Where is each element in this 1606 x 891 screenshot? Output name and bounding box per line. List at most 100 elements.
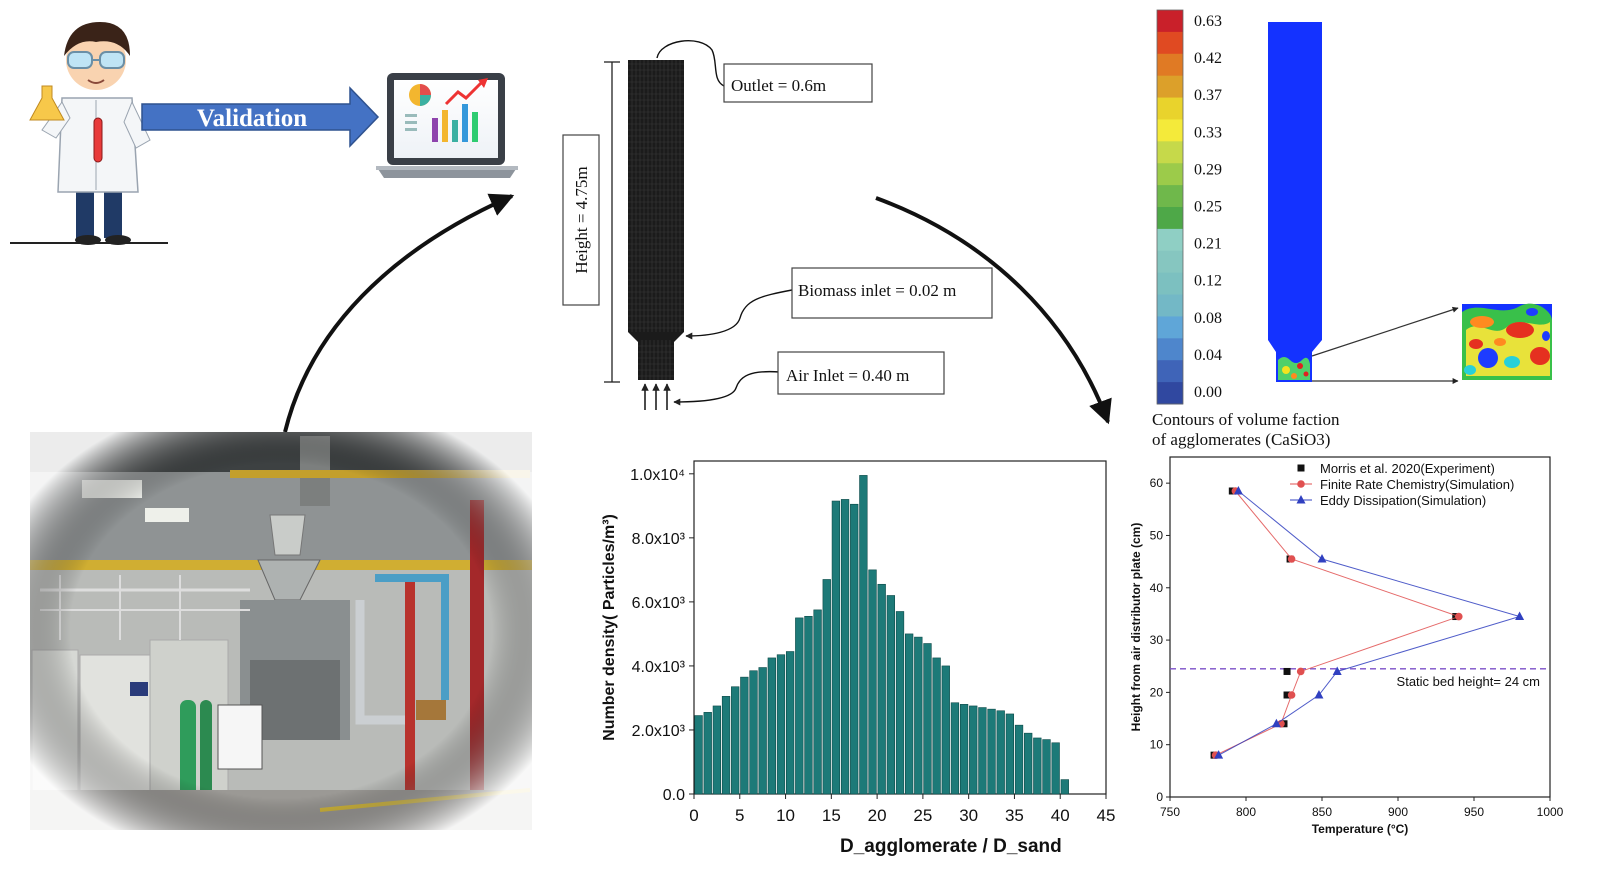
- x-tick-label: 800: [1236, 805, 1256, 819]
- colorbar-segment: [1157, 141, 1183, 164]
- eddy-marker: [1317, 554, 1327, 563]
- histogram-bar: [703, 712, 712, 795]
- height-label: Height = 4.75m: [572, 166, 591, 273]
- histogram-bar: [740, 676, 749, 795]
- histogram-bar: [694, 715, 703, 795]
- histogram-bar: [996, 710, 1005, 795]
- histogram-bar: [1014, 724, 1024, 795]
- legend-entry: Finite Rate Chemistry(Simulation): [1320, 477, 1514, 492]
- eddy-marker: [1314, 690, 1324, 699]
- finite-rate-marker: [1296, 667, 1305, 676]
- histogram-bar: [831, 500, 841, 795]
- contour-caption-line2: of agglomerates (CaSiO3): [1152, 430, 1330, 449]
- colorbar-label: 0.21: [1194, 236, 1222, 253]
- histogram-bar: [758, 667, 767, 795]
- x-tick-label: 25: [913, 806, 932, 825]
- colorbar-label: 0.12: [1194, 273, 1222, 290]
- eddy-marker: [1332, 666, 1342, 675]
- histogram-bar: [1060, 779, 1069, 795]
- histogram-bar: [1005, 713, 1015, 795]
- series-line: [1215, 490, 1461, 756]
- x-tick-label: 15: [822, 806, 841, 825]
- y-tick-label: 4.0x10³: [632, 659, 686, 676]
- series-line: [1218, 490, 1522, 756]
- y-tick-label: 1.0x10⁴: [630, 467, 685, 484]
- x-tick-label: 40: [1051, 806, 1070, 825]
- x-tick-label: 950: [1464, 805, 1484, 819]
- curved-arrow-reactor-to-results: [875, 196, 1112, 425]
- curved-arrow-photo-to-laptop: [283, 193, 515, 433]
- y-tick-label: 0: [1156, 790, 1163, 804]
- x-tick-label: 20: [868, 806, 887, 825]
- histogram-bar: [905, 633, 914, 795]
- histogram-bar: [914, 636, 923, 795]
- colorbar-label: 0.63: [1194, 13, 1222, 30]
- histogram-bar: [1033, 737, 1042, 795]
- temp-chart-frame: [1169, 456, 1551, 798]
- colorbar-segment: [1157, 382, 1183, 405]
- y-tick-label: 2.0x10³: [632, 723, 686, 740]
- contour-zoom-inset: [1462, 303, 1552, 380]
- x-tick-label: 35: [1005, 806, 1024, 825]
- x-tick-label: 900: [1388, 805, 1408, 819]
- laptop-illustration: [376, 73, 518, 178]
- y-tick-label: 20: [1150, 685, 1164, 699]
- x-tick-label: 10: [776, 806, 795, 825]
- legend-marker: [1297, 464, 1305, 472]
- y-tick-label: 6.0x10³: [632, 595, 686, 612]
- histogram-bar: [767, 657, 776, 795]
- histogram-bar: [840, 499, 850, 795]
- colorbar-label: 0.08: [1194, 310, 1222, 327]
- contour-colorbar: [1156, 9, 1184, 405]
- colorbar-segment: [1157, 163, 1183, 186]
- finite-rate-marker: [1455, 612, 1463, 621]
- x-tick-label: 0: [689, 806, 698, 825]
- colorbar-segment: [1157, 316, 1183, 339]
- finite-rate-marker: [1287, 691, 1296, 699]
- histogram-bar: [1042, 739, 1051, 795]
- histogram-bar: [795, 617, 804, 795]
- histogram-bar: [712, 705, 722, 795]
- histogram-bar: [859, 475, 868, 795]
- histogram-bar: [877, 583, 886, 795]
- histogram-bar: [1051, 742, 1060, 795]
- colorbar-segment: [1157, 31, 1183, 55]
- x-tick-label: 750: [1160, 805, 1180, 819]
- legend-marker: [1296, 495, 1306, 504]
- legend-entry: Eddy Dissipation(Simulation): [1320, 493, 1486, 508]
- air-inlet-label: Air Inlet = 0.40 m: [786, 366, 909, 385]
- colorbar-label: 0.29: [1194, 161, 1222, 178]
- histogram-bar: [923, 643, 932, 795]
- histogram-bar: [886, 595, 895, 795]
- y-tick-label: 8.0x10³: [632, 531, 686, 548]
- validation-label: Validation: [197, 105, 307, 132]
- histogram-bar: [959, 704, 969, 795]
- histogram-bar: [868, 569, 877, 795]
- finite-rate-marker: [1287, 555, 1296, 563]
- colorbar-frame: [1156, 9, 1184, 405]
- colorbar-segment: [1157, 228, 1183, 252]
- x-tick-label: 850: [1312, 805, 1332, 819]
- x-tick-label: 30: [959, 806, 978, 825]
- legend-entry: Morris et al. 2020(Experiment): [1320, 461, 1495, 476]
- colorbar-label: 0.42: [1194, 50, 1222, 67]
- y-tick-label: 0.0: [663, 787, 685, 804]
- colorbar-segment: [1157, 294, 1183, 317]
- histogram-bar: [776, 654, 786, 795]
- experiment-marker: [1283, 691, 1291, 699]
- histogram-bar: [721, 696, 731, 795]
- x-tick-label: 45: [1097, 806, 1116, 825]
- contour-caption-line1: Contours of volume faction: [1152, 410, 1340, 429]
- eddy-marker: [1233, 486, 1243, 495]
- y-tick-label: 40: [1150, 581, 1164, 595]
- histogram-bar: [941, 665, 950, 795]
- histogram-bar: [804, 615, 813, 795]
- biomass-label: Biomass inlet = 0.02 m: [798, 281, 956, 300]
- contour-bed-zoom-region: [1276, 346, 1312, 382]
- colorbar-segment: [1157, 53, 1183, 77]
- y-tick-label: 50: [1150, 528, 1164, 542]
- colorbar-label: 0.00: [1194, 384, 1222, 401]
- histogram-bar: [978, 707, 987, 795]
